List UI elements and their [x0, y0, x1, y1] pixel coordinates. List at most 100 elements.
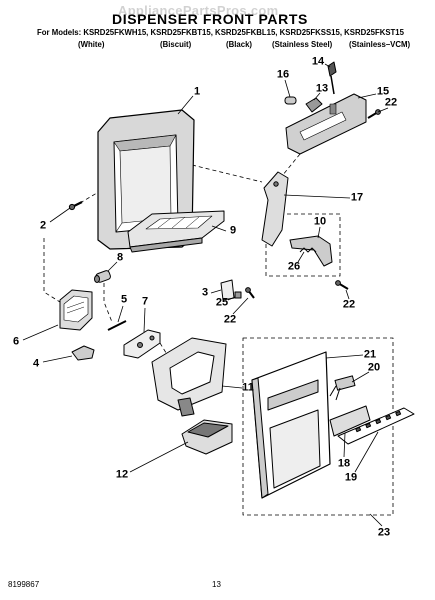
panel-edge [251, 377, 269, 499]
leader-line-21 [325, 354, 364, 359]
callout-8: 8 [116, 251, 124, 264]
tray-grille [145, 215, 213, 230]
part-9-drawing [127, 210, 225, 253]
panel-display-slot [267, 379, 319, 411]
part-13-drawing [305, 97, 323, 113]
part-6-drawing [59, 289, 93, 331]
leader-line-22-top [377, 107, 389, 113]
leader-line-11 [221, 385, 243, 389]
leader-line-7 [143, 307, 146, 333]
housing-edge [115, 222, 123, 233]
callout-18: 18 [337, 457, 351, 470]
watermark: AppliancePartsPros.com [118, 3, 279, 18]
part-3-drawing [220, 279, 235, 301]
chute-opening [187, 422, 229, 438]
dashed-line [281, 153, 301, 177]
callout-3: 3 [201, 286, 209, 299]
callout-22-right: 22 [342, 298, 356, 311]
leader-line-5 [117, 305, 124, 323]
bracket-slot [299, 111, 347, 141]
callout-16: 16 [276, 68, 290, 81]
leader-line-18 [343, 432, 346, 458]
leader-line-17 [283, 194, 351, 199]
callout-1: 1 [193, 85, 201, 98]
leader-lines [22, 63, 389, 527]
spring [299, 247, 317, 253]
part-7-drawing [123, 329, 161, 359]
leader-line-12 [129, 441, 189, 473]
tray-grille-line [157, 217, 172, 229]
color-white: (White) [78, 40, 105, 49]
part-22-middle-drawing [245, 287, 255, 299]
color-black: (Black) [226, 40, 252, 49]
callout-22-top: 22 [384, 96, 398, 109]
leader-line-13 [313, 92, 321, 101]
part-8-drawing [94, 270, 111, 283]
key-stem [330, 75, 335, 95]
leader-line-22-right [345, 289, 350, 300]
clip [71, 345, 95, 361]
color-biscuit: (Biscuit) [160, 40, 192, 49]
color-stainless-steel: (Stainless Steel) [272, 40, 333, 49]
page-number: 13 [212, 580, 221, 589]
part-11-drawing [151, 337, 227, 417]
part-22-right-drawing [335, 280, 349, 290]
part-21-drawing [251, 351, 331, 499]
leader-line-22-middle [232, 297, 249, 315]
bracket-hole [149, 335, 155, 341]
callout-14: 14 [311, 55, 325, 68]
tray-grille-line [185, 216, 200, 229]
module-line [66, 306, 85, 314]
bracket-part [220, 279, 235, 301]
leader-line-14 [324, 63, 331, 68]
clip-part [234, 291, 242, 299]
part-10-drawing [289, 235, 333, 267]
keypad-button [385, 414, 392, 421]
callout-21: 21 [363, 348, 377, 361]
document-number: 8199867 [8, 580, 40, 589]
cylinder-part [284, 96, 297, 105]
leader-line-3 [210, 289, 222, 294]
leader-line-20 [351, 371, 370, 383]
dashed-box-lever [265, 213, 341, 277]
leader-line-25 [227, 296, 236, 301]
page-title: DISPENSER FRONT PARTS [112, 11, 308, 27]
part-1-drawing [97, 109, 195, 250]
color-stainless-vcm: (Stainless–VCM) [349, 40, 411, 49]
panel-recess [269, 409, 321, 489]
callout-26: 26 [287, 260, 301, 273]
key-part [327, 61, 337, 77]
keypad-button [375, 418, 382, 425]
callout-17: 17 [350, 191, 364, 204]
cylinder-end [94, 275, 100, 283]
part-15-drawing [285, 93, 367, 155]
part-25-drawing [234, 291, 242, 299]
leader-line-10 [317, 226, 321, 239]
leader-line-23 [369, 513, 383, 527]
bracket-hole [137, 342, 143, 348]
leader-line-16 [284, 79, 291, 98]
funnel-opening [169, 351, 215, 395]
leader-line-9 [211, 225, 227, 232]
part-5-drawing [107, 320, 127, 331]
screw-head [245, 287, 251, 293]
wire [329, 385, 337, 397]
dashed-line [103, 283, 113, 323]
leader-line-26 [297, 251, 305, 263]
arm-hole [273, 181, 279, 187]
part-17-drawing [261, 171, 289, 247]
connector [334, 375, 356, 391]
leader-line-15 [357, 93, 377, 99]
leader-line-2 [49, 207, 71, 223]
callout-23: 23 [377, 526, 391, 539]
callout-11: 11 [242, 381, 254, 394]
part-20-drawing [329, 375, 356, 401]
leader-line-8 [107, 261, 118, 272]
wire [335, 387, 341, 401]
pin [107, 320, 127, 331]
part-16-drawing [284, 96, 297, 105]
keypad-button [365, 422, 372, 429]
module-line [66, 301, 85, 309]
callout-2: 2 [39, 219, 47, 232]
